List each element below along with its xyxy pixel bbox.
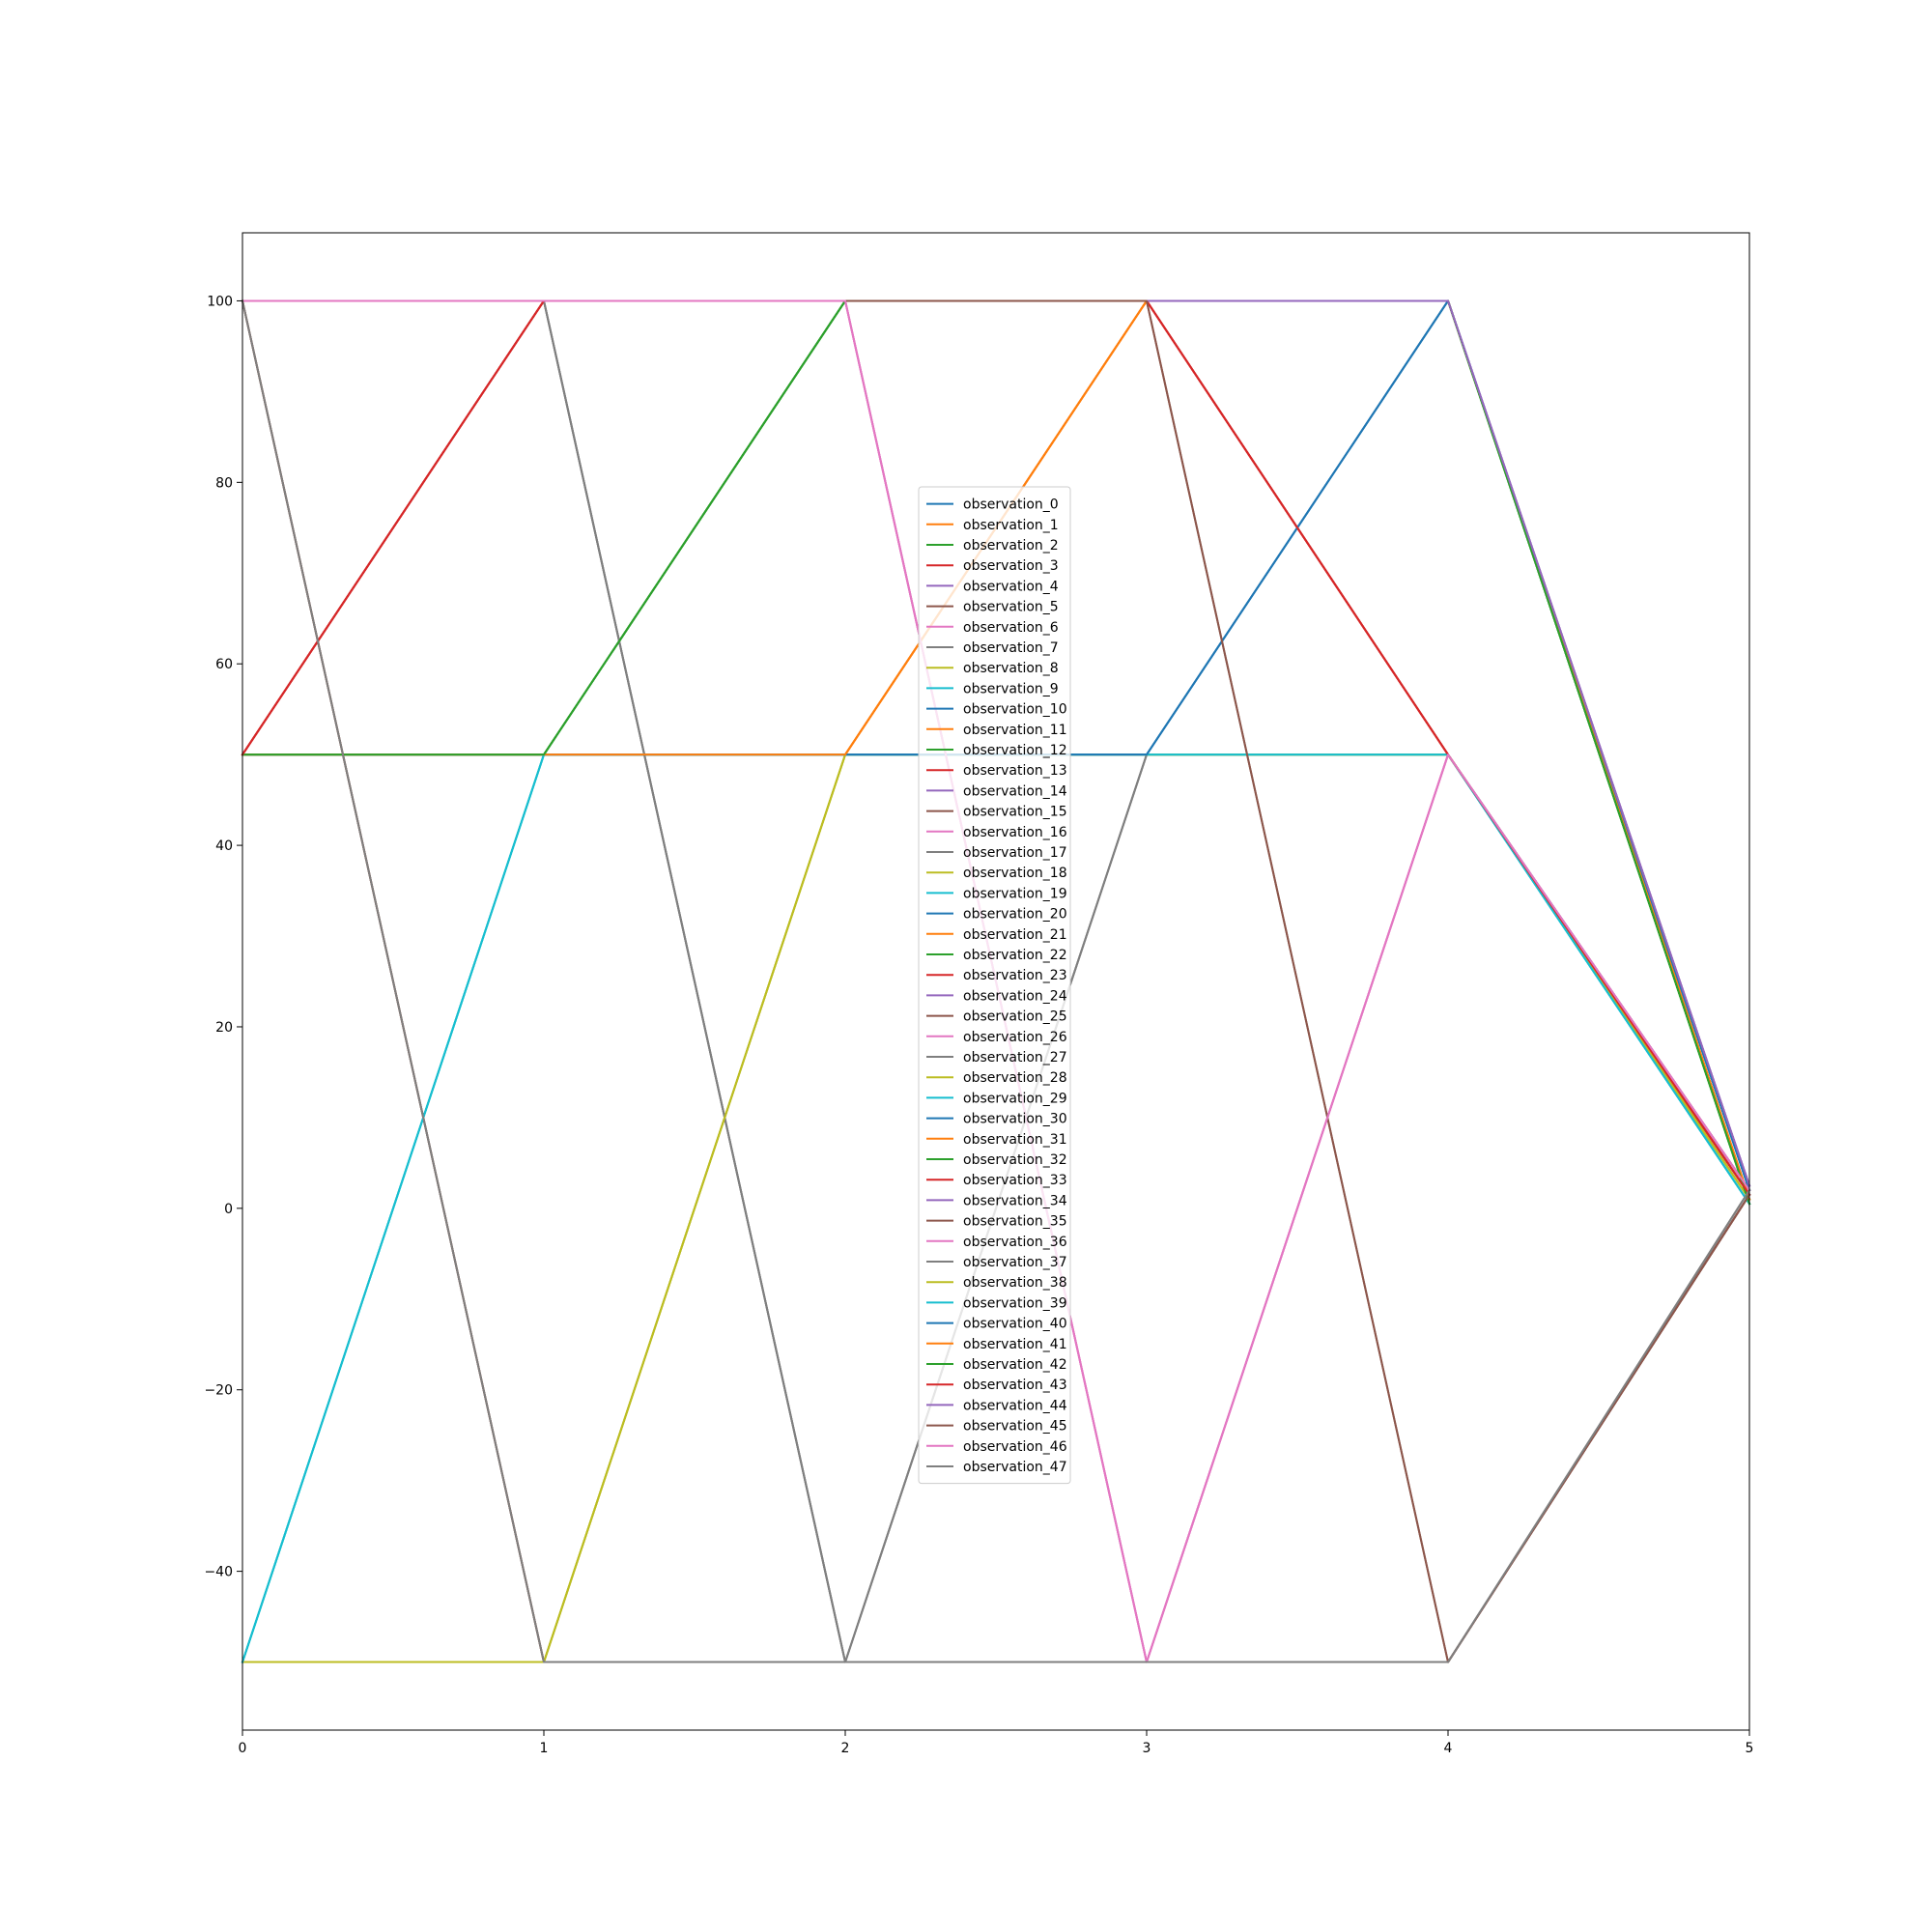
y-tick-label: 40 (215, 838, 233, 854)
y-tick-label: 20 (215, 1020, 233, 1036)
x-tick-label: 2 (841, 1741, 850, 1756)
legend-label: observation_40 (963, 1317, 1067, 1332)
x-tick-label: 4 (1444, 1741, 1453, 1756)
legend-label: observation_36 (963, 1235, 1067, 1250)
legend-label: observation_33 (963, 1173, 1067, 1188)
legend-label: observation_45 (963, 1419, 1067, 1435)
legend-label: observation_6 (963, 620, 1059, 636)
legend-label: observation_41 (963, 1337, 1067, 1352)
legend-label: observation_30 (963, 1112, 1067, 1127)
legend-label: observation_26 (963, 1030, 1067, 1045)
legend-label: observation_23 (963, 968, 1067, 983)
y-tick-label: 60 (215, 657, 233, 672)
legend-label: observation_22 (963, 948, 1067, 963)
legend-label: observation_17 (963, 845, 1067, 861)
legend-label: observation_46 (963, 1439, 1067, 1455)
legend-label: observation_43 (963, 1378, 1067, 1393)
legend-label: observation_34 (963, 1193, 1067, 1208)
y-tick-label: 100 (207, 294, 233, 309)
series-layer (241, 299, 1751, 1663)
x-tick-label: 5 (1746, 1741, 1754, 1756)
legend-label: observation_13 (963, 763, 1067, 779)
x-tick-label: 1 (540, 1741, 549, 1756)
legend-label: observation_7 (963, 640, 1059, 656)
legend-label: observation_39 (963, 1295, 1067, 1311)
legend-label: observation_11 (963, 723, 1067, 738)
legend-label: observation_38 (963, 1275, 1067, 1291)
legend-label: observation_16 (963, 825, 1067, 840)
legend-label: observation_37 (963, 1255, 1067, 1270)
y-tick-label: 80 (215, 475, 233, 491)
legend-label: observation_28 (963, 1070, 1067, 1086)
legend-label: observation_18 (963, 866, 1067, 881)
legend-label: observation_1 (963, 518, 1059, 533)
legend-label: observation_35 (963, 1214, 1067, 1230)
legend: observation_0 observation_1 observation_2o… (918, 486, 1071, 1485)
legend-label: observation_42 (963, 1357, 1067, 1373)
legend-label: observation_10 (963, 702, 1067, 718)
legend-label: observation_44 (963, 1398, 1067, 1413)
y-tick-label: −40 (204, 1565, 233, 1580)
legend-label: observation_0 (963, 497, 1059, 513)
legend-label: observation_20 (963, 907, 1067, 923)
legend-label: observation_25 (963, 1009, 1067, 1025)
legend-label: observation_27 (963, 1050, 1067, 1065)
legend-label: observation_4 (963, 579, 1059, 594)
legend-label: observation_15 (963, 805, 1067, 820)
legend-label: observation_8 (963, 661, 1059, 676)
x-tick-label: 3 (1143, 1741, 1151, 1756)
legend-label: observation_9 (963, 681, 1059, 696)
x-tick-label: 0 (239, 1741, 247, 1756)
legend-label: observation_12 (963, 743, 1067, 758)
legend-label: observation_32 (963, 1152, 1067, 1168)
legend-label: observation_3 (963, 558, 1059, 574)
y-tick-label: −20 (204, 1383, 233, 1399)
axes-layer: 0 1 2 3 4 5 −40 −20 0 20 40 60 80 100 (204, 232, 1754, 1756)
legend-label: observation_47 (963, 1460, 1067, 1475)
legend-label: observation_21 (963, 927, 1067, 943)
legend-label: observation_29 (963, 1091, 1067, 1106)
legend-label: observation_2 (963, 538, 1059, 554)
legend-label: observation_5 (963, 600, 1059, 615)
legend-label: observation_14 (963, 783, 1067, 799)
plot-frame (242, 232, 1750, 1731)
legend-box (918, 486, 1071, 1485)
y-tick-label: 0 (224, 1202, 233, 1217)
legend-label: observation_19 (963, 886, 1067, 901)
legend-label: observation_24 (963, 988, 1067, 1004)
legend-label: observation_31 (963, 1132, 1067, 1148)
series-line-47 (241, 299, 1751, 1663)
